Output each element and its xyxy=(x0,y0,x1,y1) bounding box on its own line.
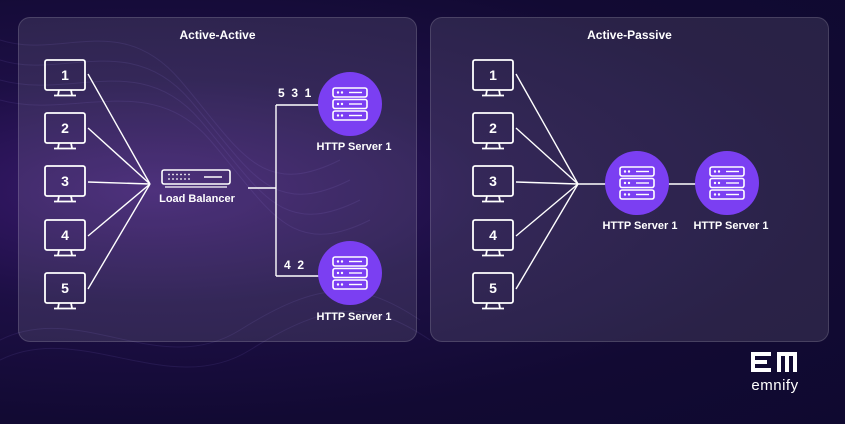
aa-client-3-number: 3 xyxy=(61,173,69,189)
aa-server-links xyxy=(248,104,320,277)
brand-name: emnify xyxy=(751,377,799,394)
load-balancer-label: Load Balancer xyxy=(159,193,236,205)
aa-server-2 xyxy=(317,240,383,306)
ap-server-1-label: HTTP Server 1 xyxy=(602,220,677,232)
brand-logo: emnify xyxy=(740,350,810,394)
aa-client-4: 4 xyxy=(44,219,86,257)
emnify-logo-mark xyxy=(751,352,797,372)
ap-client-2-number: 2 xyxy=(489,120,497,136)
server-icon xyxy=(694,150,760,216)
aa-client-3: 3 xyxy=(44,165,86,203)
active-passive-title: Active-Passive xyxy=(587,28,672,42)
aa-server-1 xyxy=(317,71,383,137)
server-icon xyxy=(604,150,670,216)
ap-client-3: 3 xyxy=(472,165,514,203)
load-balancer: Load Balancer xyxy=(159,169,236,205)
aa-server-1-label: HTTP Server 1 xyxy=(316,141,391,153)
aa-client-1: 1 xyxy=(44,59,86,97)
server-icon xyxy=(317,71,383,137)
ap-client-1-number: 1 xyxy=(489,67,497,83)
aa-client-2-number: 2 xyxy=(61,120,69,136)
ap-client-5: 5 xyxy=(472,272,514,310)
aa-server-2-label: HTTP Server 1 xyxy=(316,311,391,323)
aa-client-4-number: 4 xyxy=(61,227,69,243)
active-active-title: Active-Active xyxy=(179,28,256,42)
ap-server-1 xyxy=(604,150,670,216)
ap-client-4: 4 xyxy=(472,219,514,257)
load-balancer-icon xyxy=(161,169,231,188)
ap-client-2: 2 xyxy=(472,112,514,150)
ap-client-4-number: 4 xyxy=(489,227,497,243)
aa-client-2: 2 xyxy=(44,112,86,150)
aa-server-2-packets: 4 2 xyxy=(284,258,304,272)
ap-client-1: 1 xyxy=(472,59,514,97)
ap-client-5-number: 5 xyxy=(489,280,497,296)
ap-client-links xyxy=(515,73,700,290)
aa-client-links xyxy=(87,73,151,290)
aa-client-5: 5 xyxy=(44,272,86,310)
server-icon xyxy=(317,240,383,306)
ap-server-2-label: HTTP Server 1 xyxy=(693,220,768,232)
ap-client-3-number: 3 xyxy=(489,173,497,189)
ap-server-2 xyxy=(694,150,760,216)
aa-server-1-packets: 5 3 1 xyxy=(278,86,312,100)
aa-client-5-number: 5 xyxy=(61,280,69,296)
aa-client-1-number: 1 xyxy=(61,67,69,83)
